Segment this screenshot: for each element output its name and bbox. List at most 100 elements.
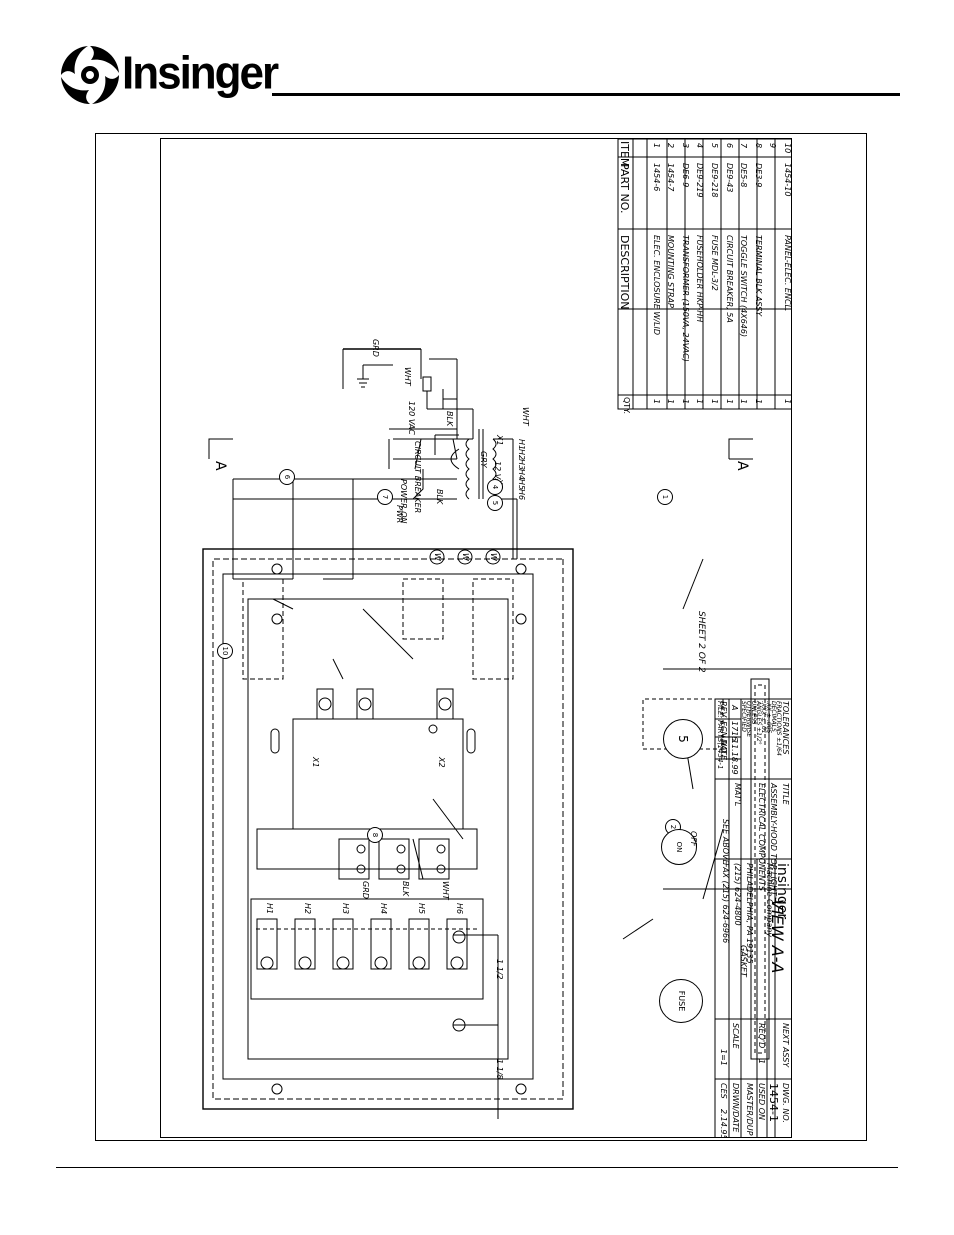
- header-rule: [272, 93, 900, 96]
- lamp-3: W: [433, 553, 442, 561]
- bom-header-qty: QTY.: [622, 397, 631, 414]
- bom-cell-part: DE9-43: [724, 163, 734, 193]
- tb-reqd-value: 1: [757, 1059, 766, 1065]
- tb-title-label: TITLE: [781, 783, 790, 805]
- tb-scale-value: 1=1: [719, 1049, 728, 1066]
- panel-term-h6: H6: [455, 903, 464, 915]
- item-bubble-8: 8: [367, 827, 383, 843]
- panel-term-h4: H4: [379, 903, 388, 915]
- tb-rev-value: A: [730, 705, 739, 711]
- tb-matl-label: MAT'L: [733, 783, 742, 807]
- bom-cell-part: 1454-10: [783, 163, 792, 197]
- tol-line: SPECIFIED: [740, 701, 747, 732]
- bom-cell-item: 1: [651, 143, 661, 149]
- bom-cell-part: DE5-8: [739, 163, 749, 188]
- bom-cell-qty: 1: [753, 399, 763, 405]
- schematic-term-h6: H6: [517, 489, 526, 501]
- bom-cell-item: 2: [666, 143, 676, 149]
- tb-next-assy-label: NEXT ASSY: [781, 1023, 790, 1068]
- schematic-circuit-breaker: CIRCUIT BREAKER: [413, 441, 422, 514]
- bom-header-part: PART NO.: [618, 163, 631, 214]
- bom-cell-part: 1454-7: [666, 163, 676, 192]
- bom-cell-part: DE9-219: [695, 163, 705, 198]
- bom-cell-qty: 1: [739, 399, 749, 405]
- tb-drwn-label: DRWN/DATE: [731, 1083, 740, 1133]
- schematic-power-on: POWER ON: [399, 479, 408, 524]
- bom-cell-desc: ELEC. ENCLOSURE W/LID: [651, 235, 661, 336]
- drawing-border: [95, 133, 867, 1141]
- tb-file: FILE: PARTS\1454-1: [716, 701, 724, 770]
- bom-cell-desc: PANEL-ELEC. ENCL.: [783, 235, 792, 312]
- bom-cell-qty: 1: [651, 399, 661, 405]
- bom-cell-qty: 1: [710, 399, 719, 405]
- tb-reqd-label: REQ'D: [757, 1023, 766, 1049]
- schematic-grd: GRD: [371, 339, 380, 357]
- dim-1-1-8: 1 1/8: [495, 1059, 504, 1080]
- schematic-blk: BLK: [445, 411, 454, 427]
- tb-drwn-value: CES: [719, 1083, 728, 1099]
- lamp-1: W: [489, 553, 498, 561]
- item-bubble-10: 10: [217, 643, 233, 659]
- bom-cell-item: 8: [753, 143, 763, 149]
- bom-cell-desc: FUSEHOLDER HKP-HH: [695, 235, 705, 323]
- schematic-120vac: 120 VAC: [407, 401, 416, 435]
- bom-cell-qty: 1: [783, 399, 792, 405]
- bom-cell-item: 4: [695, 143, 705, 149]
- bom-cell-desc: FUSE MDL-3/2: [710, 235, 719, 291]
- tb-used-on-label: USED ON: [757, 1083, 766, 1120]
- bom-cell-qty: 1: [724, 399, 734, 405]
- item-bubble-4: 4: [487, 479, 503, 495]
- tb-used-on-value: MASTER/DUP: [745, 1083, 754, 1136]
- panel-term-h5: H5: [417, 903, 426, 915]
- panel-term-h3: H3: [341, 903, 350, 915]
- bom-cell-qty: 1: [666, 399, 676, 405]
- lamp-2: W: [461, 553, 470, 561]
- section-mark-bottom: A: [212, 461, 228, 471]
- toggle-off-label: OFF: [689, 831, 698, 847]
- panel-term-h2: H2: [303, 903, 312, 915]
- bom-header-desc: DESCRIPTION: [618, 235, 631, 310]
- bom-cell-item: 9: [768, 143, 778, 149]
- schematic-blk2: BLK: [435, 489, 444, 505]
- bom-cell-qty: 1: [680, 399, 690, 405]
- tb-phone: (215) 624-4800: [733, 863, 742, 926]
- tb-scale-label: SCALE: [731, 1023, 740, 1049]
- bom-cell-item: 6: [724, 143, 734, 149]
- bom-cell-desc: TERMINAL BLK ASSY: [753, 235, 763, 317]
- bom-cell-desc: MOUNTING STRAP: [666, 235, 676, 308]
- schematic-wht2: WHT: [521, 407, 530, 426]
- schematic-gry: GRY: [479, 451, 488, 468]
- tb-dwg-label: DWG. NO.: [781, 1083, 790, 1123]
- panel-tb-wht: WHT: [441, 881, 450, 900]
- bom-cell-part: DE3-9: [753, 163, 763, 188]
- tb-drwn-date: 2.14.95: [719, 1109, 728, 1138]
- section-mark-top: A: [734, 461, 750, 471]
- panel-tb-grd: GRD: [361, 881, 370, 899]
- item-bubble-7: 7: [377, 489, 393, 505]
- drawing-lines: [202, 139, 791, 1137]
- bom-table-frame: [617, 139, 791, 410]
- bom-cell-part: 1454-6: [651, 163, 661, 192]
- tb-date-value: 11.18.99: [730, 739, 739, 775]
- bom-cell-item: 7: [739, 143, 749, 149]
- title-block-frame: [714, 698, 791, 1137]
- enclosure-outline: [202, 548, 574, 1110]
- bom-cell-item: 10: [783, 143, 792, 154]
- bom-cell-part: DE6-9: [680, 163, 690, 188]
- panel-x2: X2: [437, 757, 446, 768]
- dim-1-1-2: 1 1/2: [495, 959, 504, 980]
- tb-title-line2: ELECTRICAL COMPONENTS: [757, 783, 766, 891]
- item-bubble-1: 1: [657, 489, 673, 505]
- sheet-label: SHEET 2 OF 2: [696, 611, 706, 673]
- gasket-label: GASKET: [739, 945, 748, 977]
- insinger-logo-icon: [61, 46, 119, 104]
- bom-cell-desc: TRANSFORMER (150VA, 24VAC): [680, 235, 690, 362]
- bom-cell-item: 5: [710, 143, 719, 149]
- item-bubble-5: 5: [487, 495, 503, 511]
- panel-x1: X1: [311, 757, 320, 768]
- bom-cell-qty: 1: [695, 399, 705, 405]
- panel-term-h1: H1: [265, 903, 274, 915]
- fuse-holder-icon: FUSE: [659, 979, 703, 1023]
- bom-cell-desc: TOGGLE SWITCH (4X646): [739, 235, 749, 338]
